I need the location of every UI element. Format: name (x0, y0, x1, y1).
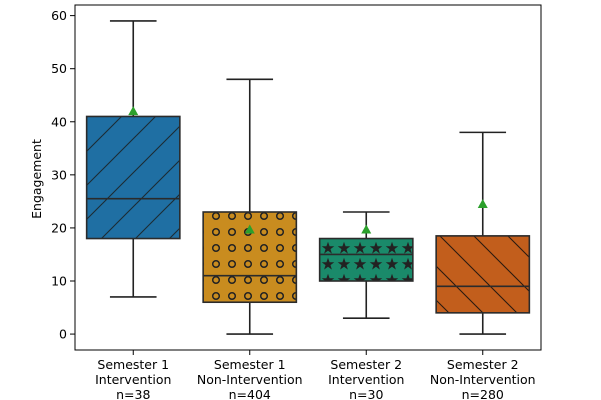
mean-marker (128, 106, 139, 116)
box-pattern (86, 116, 180, 239)
y-tick-label: 60 (51, 8, 67, 23)
y-tick-label: 10 (51, 274, 67, 289)
x-tick-label-line: Non-Intervention (197, 372, 303, 387)
x-tick-label-line: n=30 (349, 387, 383, 400)
y-tick-label: 20 (51, 220, 67, 235)
box-group (318, 211, 414, 319)
y-axis: 0 10 20 30 40 50 60 (51, 8, 75, 342)
x-tick-label-line: Intervention (328, 372, 404, 387)
box-outline (435, 235, 531, 314)
box-outline (202, 211, 298, 304)
x-tick-label-line: n=38 (116, 387, 150, 400)
box-outline (85, 115, 181, 240)
box-group (85, 20, 181, 298)
plot-area (85, 20, 531, 335)
mean-marker (244, 224, 255, 234)
y-tick-label: 30 (51, 167, 67, 182)
x-tick-label-line: Semester 2 (447, 357, 519, 372)
x-tick-label-line: n=280 (462, 387, 504, 400)
x-tick-label-line: n=404 (229, 387, 271, 400)
box-outline (318, 237, 414, 282)
plot-frame (74, 4, 542, 351)
x-tick-label-line: Semester 1 (97, 357, 169, 372)
y-axis-label: Engagement (29, 139, 44, 219)
y-tick-label: 50 (51, 61, 67, 76)
y-tick-label: 0 (59, 327, 67, 342)
box-pattern (436, 235, 530, 313)
x-tick-label-line: Non-Intervention (430, 372, 536, 387)
mean-marker (477, 199, 488, 209)
mean-marker (361, 224, 372, 234)
x-tick-label-line: Semester 2 (330, 357, 402, 372)
x-tick-label-line: Semester 1 (214, 357, 286, 372)
box-group (435, 131, 531, 335)
x-tick-label-line: Intervention (95, 372, 171, 387)
box-pattern (319, 238, 413, 281)
box-group (202, 78, 298, 335)
y-tick-label: 40 (51, 114, 67, 129)
